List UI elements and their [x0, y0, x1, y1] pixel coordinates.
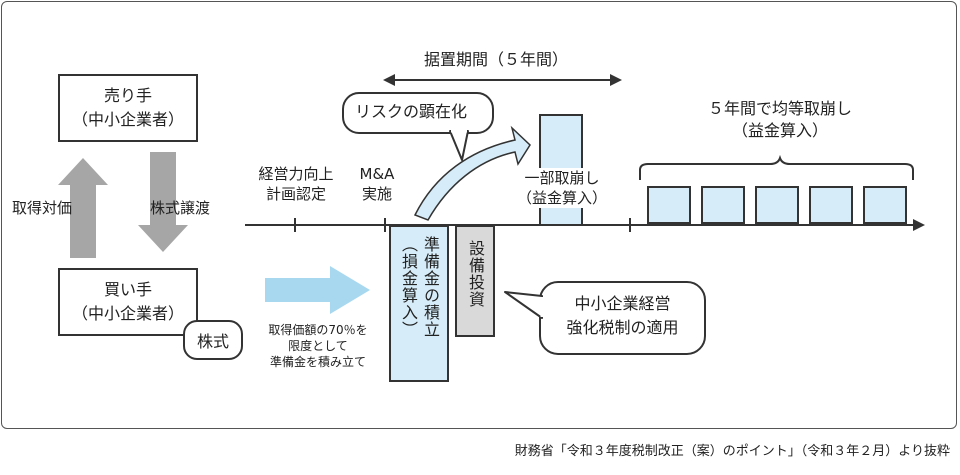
- timeline-arrowhead: [913, 219, 925, 231]
- share-transfer-arrow: [138, 152, 188, 252]
- even-reversal-bar-5: [863, 186, 907, 224]
- tax-system-bubble: [539, 281, 706, 355]
- deferral-arrow-right-head: [610, 74, 622, 86]
- even-reversal-bar-3: [755, 186, 799, 224]
- risk-bubble: [342, 92, 494, 134]
- acquisition-price-label: 取得対価: [12, 199, 73, 217]
- reserve-flow-arrow: [265, 266, 370, 314]
- ma-label: M&A 実施: [359, 165, 395, 203]
- tax-system-label: 中小企業経営 強化税制の適用: [566, 294, 679, 337]
- acquisition-price-arrow: [58, 158, 108, 258]
- seller-label: 売り手: [103, 86, 152, 105]
- plan-cert-label: 経営力向上 計画認定: [258, 165, 334, 203]
- deferral-label: 据置期間（５年間）: [424, 50, 569, 69]
- risk-arrow: [413, 125, 531, 221]
- equipment-bar-text: 設備投資: [466, 240, 485, 308]
- even-reversal-bar-1: [647, 186, 691, 224]
- partial-reversal-label: 一部取崩し （益金算入）: [512, 168, 612, 208]
- share-transfer-label: 株式譲渡: [150, 199, 211, 217]
- buyer-box: 買い手 （中小企業者）: [58, 268, 198, 336]
- reserve-bar-text: 準備金の積立 （損金算入）: [399, 236, 440, 338]
- risk-bubble-tail: [449, 130, 469, 161]
- seller-box: 売り手 （中小企業者）: [58, 74, 198, 142]
- equipment-bar: [455, 225, 495, 337]
- source-citation: 財務省「令和３年度税制改正（案）のポイント」（令和３年２月）より抜粋: [514, 444, 950, 459]
- buyer-type: （中小企業者）: [71, 304, 184, 323]
- deferral-arrow-left-head: [383, 74, 395, 86]
- reserve-note: 取得価額の70％を 限度として 準備金を積み立て: [268, 323, 368, 369]
- risk-label: リスクの顕在化: [355, 102, 468, 121]
- seller-type: （中小企業者）: [71, 110, 184, 129]
- even-reversal-bar-4: [809, 186, 853, 224]
- reserve-bar: [389, 225, 449, 382]
- buyer-label: 買い手: [103, 280, 152, 299]
- shares-badge: 株式: [183, 320, 243, 360]
- even-reversal-brace: [639, 154, 914, 180]
- even-reversal-label: ５年間で均等取崩し （益金算入）: [707, 99, 852, 140]
- even-reversal-bar-2: [701, 186, 745, 224]
